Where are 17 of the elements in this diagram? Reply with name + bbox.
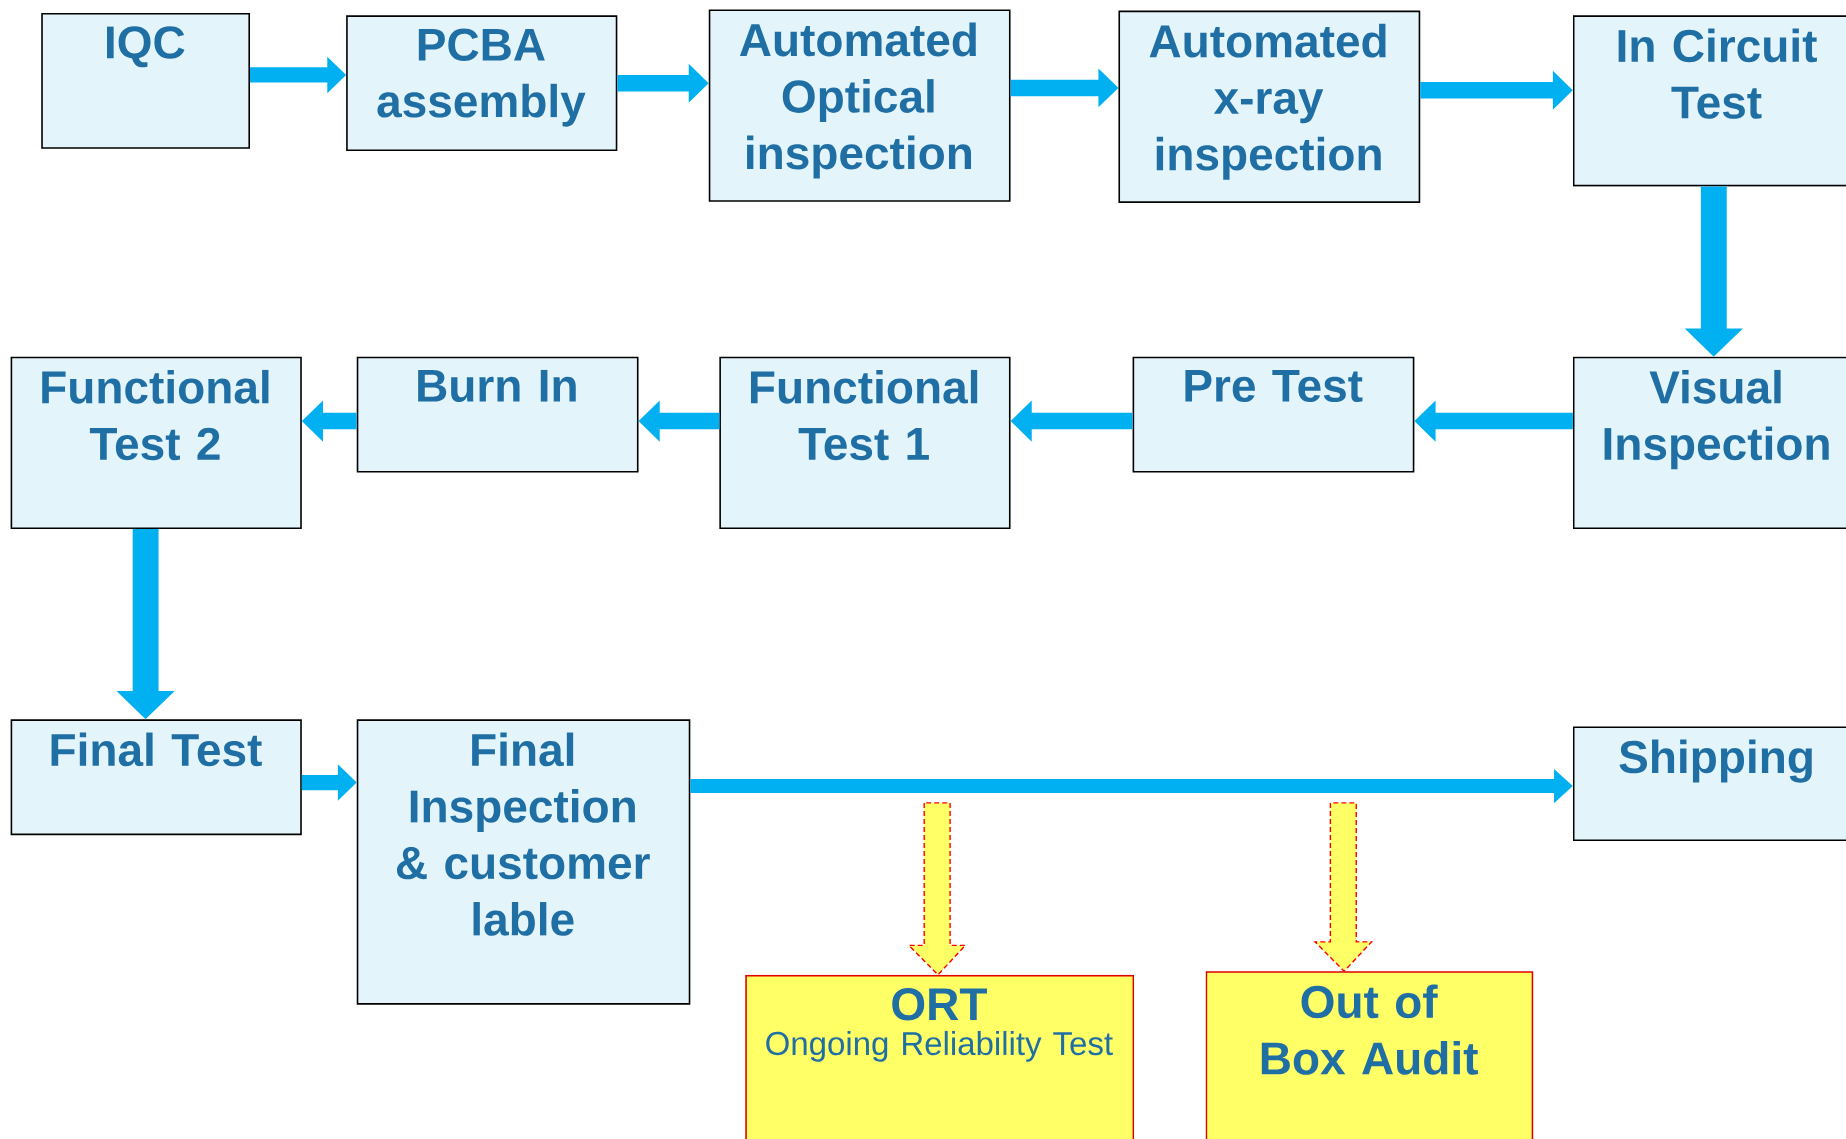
process-box: Automated x-ray inspection xyxy=(1118,10,1421,203)
process-box: Shipping xyxy=(1572,726,1846,841)
process-box: Functional Test 1 xyxy=(719,356,1011,530)
process-box: Final Inspection & customer lable xyxy=(356,719,691,1005)
process-box: Automated Optical inspection xyxy=(708,9,1011,202)
highlighted-box: ORT Ongoing Reliability Test xyxy=(745,974,1135,1139)
dashed-arrow xyxy=(1313,802,1374,973)
process-box: PCBA assembly xyxy=(346,15,618,152)
dashed-arrow xyxy=(907,802,967,976)
process-box: Pre Test xyxy=(1132,356,1415,473)
highlighted-box: Out of Box Audit xyxy=(1205,971,1534,1139)
process-box: Visual Inspection xyxy=(1572,356,1846,530)
process-box: Burn In xyxy=(356,356,639,473)
process-box: In Circuit Test xyxy=(1572,15,1846,187)
process-box: Final Test xyxy=(10,719,302,836)
process-box: IQC xyxy=(41,12,250,149)
process-box: Functional Test 2 xyxy=(10,356,302,530)
